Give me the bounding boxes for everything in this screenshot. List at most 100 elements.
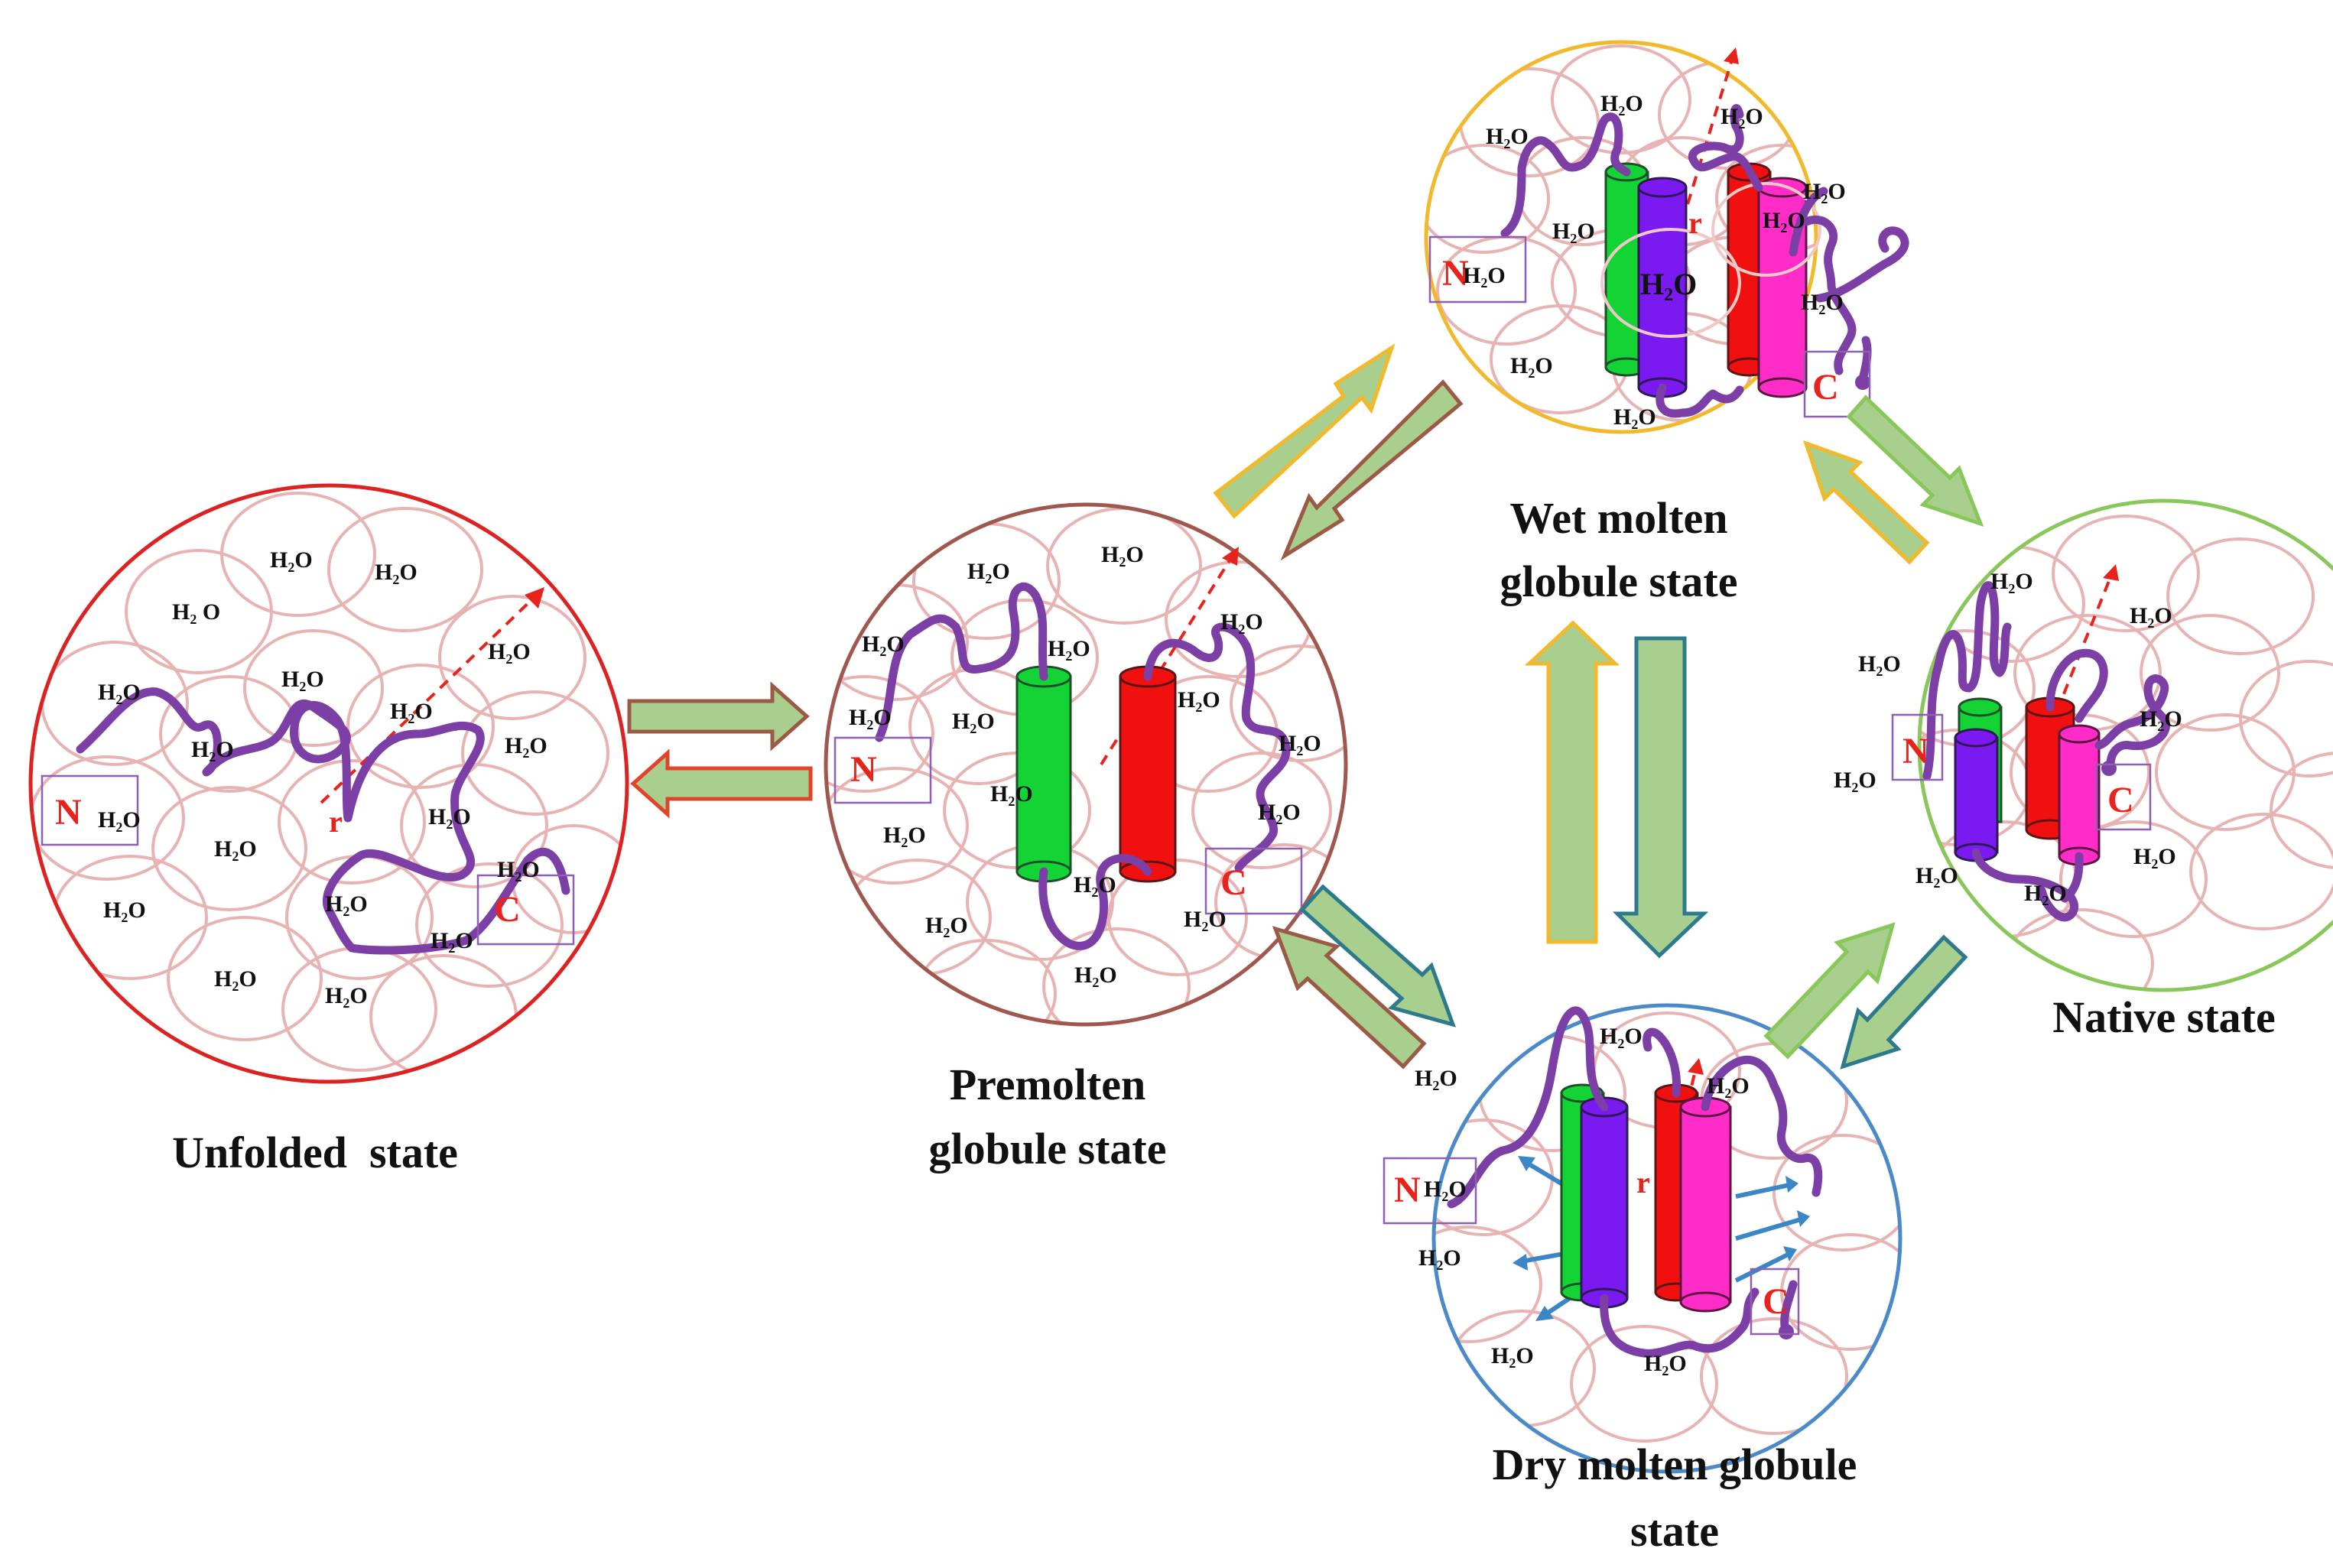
- svg-text:H₂O: H₂O: [1074, 963, 1117, 988]
- svg-text:H₂O: H₂O: [1990, 569, 2033, 594]
- radius-vector: [320, 595, 537, 804]
- svg-text:H₂O: H₂O: [1258, 800, 1301, 825]
- unfolded-state-title: Unfolded state: [172, 1128, 458, 1177]
- svg-text:H₂O: H₂O: [270, 547, 313, 573]
- n-terminus-label: N: [55, 792, 82, 833]
- svg-text:H₂O: H₂O: [952, 709, 995, 734]
- water-cells: [31, 492, 627, 1079]
- c-terminus-box: [1750, 1268, 1800, 1336]
- svg-text:H₂O: H₂O: [1858, 651, 1901, 677]
- svg-text:H₂O: H₂O: [1048, 636, 1090, 661]
- helix-purple: [1580, 1096, 1629, 1309]
- helix-pink: [1679, 1096, 1732, 1313]
- svg-text:H₂O: H₂O: [849, 705, 892, 730]
- n-terminus-box: [833, 736, 932, 804]
- svg-text:H₂O: H₂O: [1178, 687, 1220, 713]
- svg-text:H₂O: H₂O: [925, 913, 968, 938]
- svg-text:H₂O: H₂O: [2024, 881, 2067, 906]
- svg-text:H₂O: H₂O: [1424, 1177, 1467, 1202]
- water-labels: H₂O H₂O H₂O H₂O H₂O H₂O H₂O H₂O H₂O H₂O …: [849, 542, 1321, 988]
- unfolded-state: N C r H₂O H₂O H₂ O H₂O H₂O H₂O H₂O H₂O H…: [28, 483, 629, 1177]
- svg-text:H₂O: H₂O: [1491, 1343, 1534, 1368]
- radius-vector: [2055, 576, 2112, 712]
- helix-purple: [1637, 177, 1688, 398]
- c-terminus-box: [2095, 763, 2152, 831]
- svg-text:H₂O: H₂O: [505, 733, 548, 758]
- c-terminus-label: C: [1220, 862, 1247, 903]
- n-terminus-label: N: [1394, 1170, 1421, 1210]
- native-state-title: Native state: [2052, 992, 2276, 1042]
- interior-water-cell: [1600, 228, 1741, 338]
- svg-text:H₂O: H₂O: [1101, 542, 1144, 567]
- svg-text:H₂O: H₂O: [1644, 1351, 1687, 1376]
- water-labels: H₂O H₂O H₂O H₂O H₂O H₂O H₂O: [1415, 1024, 1750, 1376]
- water-labels: H₂O H₂O H₂ O H₂O H₂O H₂O H₂O H₂O H₂O H₂O…: [98, 547, 548, 1008]
- helix-pink: [1757, 177, 1808, 398]
- arrow-native-to-dry: [1840, 934, 1968, 1070]
- svg-text:H₂O: H₂O: [1600, 91, 1643, 116]
- svg-text:H₂O: H₂O: [1463, 263, 1506, 288]
- svg-text:H₂O: H₂O: [2133, 844, 2176, 869]
- arrow-native-to-wet: [1803, 440, 1930, 565]
- arrow-dry-to-wet: [1524, 620, 1620, 944]
- n-terminus-label: N: [1902, 731, 1929, 771]
- c-terminus-label: C: [1812, 367, 1839, 407]
- svg-text:H₂O: H₂O: [1486, 124, 1529, 149]
- premolten-title-line1: Premolten: [950, 1060, 1146, 1109]
- svg-text:H₂O: H₂O: [103, 898, 146, 923]
- svg-text:H₂O: H₂O: [488, 639, 531, 664]
- wet-title-line1: Wet molten: [1509, 493, 1727, 543]
- n-terminus-box: [1428, 235, 1527, 304]
- svg-text:H₂O: H₂O: [1220, 609, 1263, 635]
- c-terminus-box: [1803, 350, 1871, 418]
- svg-text:H₂O: H₂O: [1600, 1024, 1643, 1049]
- expansion-arrows: [1513, 1156, 1810, 1321]
- arrow-wet-to-dry: [1612, 636, 1709, 959]
- svg-text:H₂O: H₂O: [1801, 290, 1844, 315]
- radius-label: r: [329, 804, 343, 839]
- radius-label: r: [1688, 206, 1702, 240]
- premolten-globule-state: N C H₂O H₂O H₂O H₂O H₂O H₂O H₂O H₂O H₂O …: [824, 502, 1348, 1174]
- water-labels: H₂O H₂O H₂O H₂O H₂O H₂O H₂O H₂O H₂O H₂O …: [1463, 91, 1846, 430]
- unfolded-boundary: [28, 483, 629, 1084]
- dry-boundary: [1431, 1003, 1902, 1474]
- svg-text:H₂O: H₂O: [191, 737, 234, 762]
- dry-title-line1: Dry molten globule: [1493, 1440, 1857, 1489]
- native-boundary: [1917, 498, 2333, 992]
- c-terminus-label: C: [2107, 780, 2134, 820]
- arrow-unfolded-to-premolten: [627, 681, 810, 752]
- svg-text:H₂O: H₂O: [1834, 768, 1876, 793]
- svg-text:H₂O: H₂O: [967, 559, 1010, 584]
- svg-text:H₂O: H₂O: [497, 857, 540, 882]
- n-terminus-label: N: [1442, 253, 1469, 294]
- svg-text:H₂O: H₂O: [325, 891, 368, 917]
- premolten-boundary: [824, 502, 1348, 1027]
- svg-text:H₂O: H₂O: [1803, 179, 1846, 204]
- polypeptide-chain: [1922, 581, 2171, 922]
- svg-text:H₂O: H₂O: [1915, 863, 1958, 888]
- svg-text:H₂O: H₂O: [281, 667, 324, 692]
- svg-text:H₂O: H₂O: [390, 699, 433, 724]
- arrow-dry-to-premolten: [1272, 926, 1427, 1070]
- svg-text:H₂ O: H₂ O: [172, 599, 220, 625]
- svg-text:H₂O: H₂O: [1510, 353, 1553, 378]
- svg-text:H₂O: H₂O: [1721, 104, 1763, 129]
- c-terminus-box: [1204, 847, 1303, 915]
- arrow-premolten-to-wet: [1213, 343, 1396, 519]
- c-terminus-label: C: [1763, 1281, 1789, 1322]
- premolten-title-line2: globule state: [929, 1124, 1167, 1174]
- svg-text:H₂O: H₂O: [2140, 706, 2182, 732]
- interior-water-cell: [1711, 182, 1821, 277]
- svg-text:H₂O: H₂O: [1184, 907, 1227, 932]
- wet-title-line2: globule state: [1500, 557, 1738, 606]
- polypeptide-chain: [76, 687, 570, 955]
- n-terminus-label: N: [850, 749, 877, 790]
- svg-text:H₂O: H₂O: [1552, 219, 1595, 244]
- svg-text:H₂O: H₂O: [431, 928, 473, 953]
- svg-text:H₂O: H₂O: [990, 781, 1033, 807]
- n-terminus-box: [1891, 713, 1944, 781]
- svg-text:H₂O: H₂O: [1074, 872, 1116, 898]
- radius-label: r: [1636, 1165, 1650, 1200]
- radius-vector: [1681, 59, 1734, 222]
